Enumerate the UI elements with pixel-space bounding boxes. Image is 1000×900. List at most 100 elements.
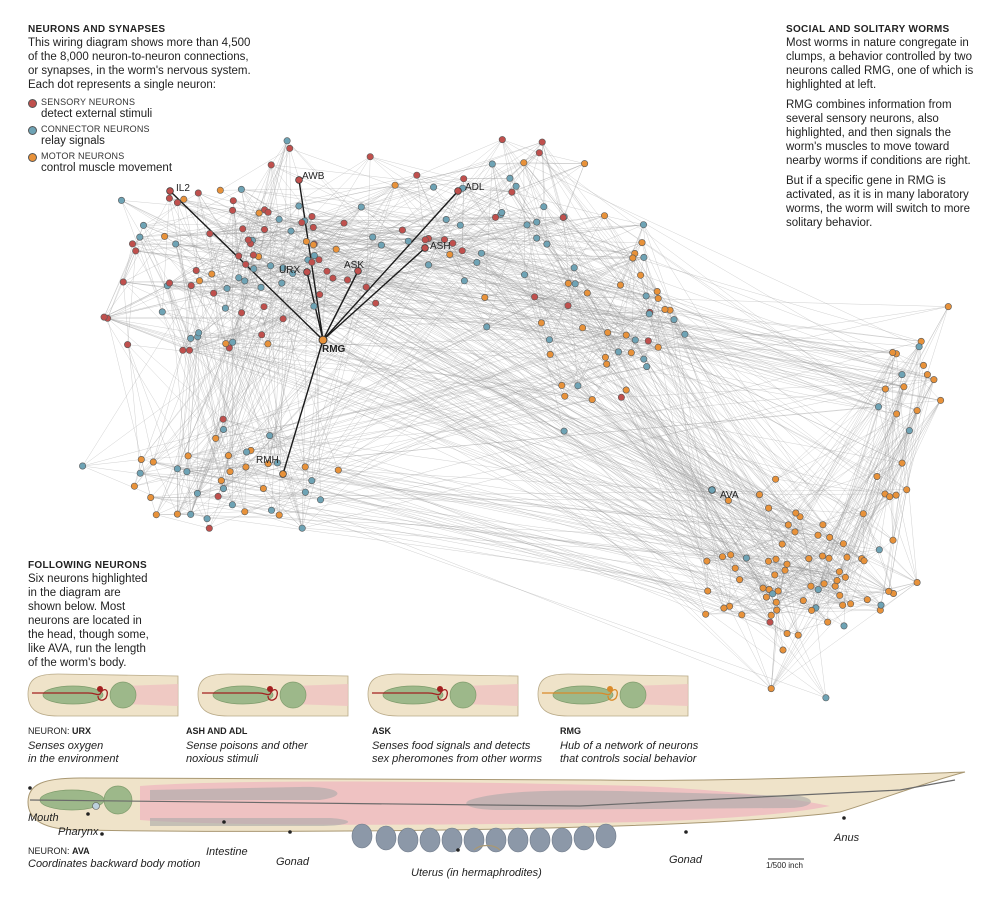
- synapse-line: [177, 336, 198, 469]
- synapse-line: [153, 461, 868, 600]
- sensory-neuron-dot: [491, 213, 499, 221]
- connector-neuron-dot: [301, 488, 309, 496]
- motor-neuron-dot: [184, 452, 192, 460]
- synapse-line: [238, 255, 812, 587]
- motor-neuron-dot: [222, 340, 230, 348]
- synapse-line: [258, 205, 300, 257]
- synapse-line: [127, 344, 264, 489]
- synapse-line: [175, 243, 924, 366]
- synapse-line: [282, 267, 771, 623]
- caption-line: that controls social behavior: [560, 753, 697, 765]
- synapse-line: [190, 217, 564, 515]
- synapse-line: [177, 202, 864, 514]
- social-heading: SOCIAL AND SOLITARY WORMS: [786, 24, 950, 35]
- synapse-line: [428, 188, 463, 265]
- synapse-line: [232, 210, 635, 254]
- synapse-line: [768, 507, 838, 581]
- synapse-line: [121, 200, 239, 257]
- synapse-line: [648, 340, 823, 557]
- synapse-line: [196, 270, 262, 288]
- synapse-line: [268, 205, 299, 213]
- synapse-line: [267, 318, 284, 345]
- synapse-line: [305, 491, 823, 525]
- synapse-line: [646, 366, 729, 501]
- synapse-line: [169, 282, 191, 515]
- connector-neuron-dot: [79, 462, 87, 470]
- connector-neuron-dot: [241, 277, 249, 285]
- sensory-neuron-dot: [315, 256, 323, 264]
- synapse-line: [774, 535, 819, 576]
- synapse-line: [492, 163, 550, 340]
- motor-neuron-dot: [152, 511, 160, 519]
- synapse-line: [245, 141, 543, 468]
- text-line: like AVA, run the length: [28, 643, 146, 655]
- sensory-neuron-dot: [242, 260, 250, 268]
- caption-line: Senses oxygen: [28, 740, 104, 752]
- synapse-line: [770, 610, 778, 689]
- synapse-line: [361, 206, 812, 587]
- synapse-line: [669, 309, 922, 342]
- synapse-line: [279, 219, 879, 408]
- synapse-line: [218, 496, 846, 578]
- worm-head-bulb: [279, 681, 307, 709]
- synapse-line: [486, 326, 636, 341]
- synapse-line: [169, 198, 846, 578]
- motor-neuron-dot: [841, 573, 849, 581]
- synapse-line: [808, 410, 918, 559]
- motor-neuron-dot: [147, 493, 155, 501]
- connector-neuron-dot: [377, 241, 385, 249]
- synapse-line: [197, 336, 231, 472]
- sensory-neuron-dot: [235, 252, 243, 260]
- synapse-line: [880, 582, 918, 611]
- synapse-line: [140, 334, 262, 474]
- motor-neuron-dot: [212, 434, 220, 442]
- synapse-line: [211, 273, 764, 589]
- synapse-line: [186, 471, 264, 489]
- intro-heading: NEURONS AND SYNAPSES: [28, 24, 166, 35]
- connector-neuron-dot: [540, 203, 548, 211]
- sensory-neuron-dot: [460, 175, 468, 183]
- motor-neuron-dot: [833, 576, 841, 584]
- synapse-line: [244, 511, 811, 587]
- synapse-line: [575, 257, 644, 285]
- synapse-line: [822, 413, 897, 557]
- synapse-line: [197, 336, 272, 511]
- synapse-line: [188, 366, 647, 457]
- synapse-line: [428, 238, 487, 328]
- connector-neuron-dot: [681, 330, 689, 338]
- worm-head-gut: [463, 684, 518, 706]
- motor-neuron-dot: [847, 600, 855, 608]
- synapse-line: [408, 241, 784, 651]
- neuron-dot-urx: [303, 268, 311, 276]
- synapse-line: [241, 306, 265, 314]
- synapse-line: [810, 571, 840, 587]
- motor-neuron-dot: [818, 552, 826, 560]
- uterus-egg: [529, 827, 551, 853]
- synapse-line: [889, 410, 918, 497]
- synapse-line: [562, 163, 585, 218]
- synapse-line: [301, 287, 367, 529]
- synapse-line: [604, 215, 848, 558]
- synapse-line: [153, 461, 178, 515]
- synapse-line: [526, 224, 593, 400]
- synapse-line: [177, 480, 222, 515]
- sensory-neuron-dot: [194, 189, 202, 197]
- synapse-line: [723, 353, 897, 609]
- synapse-line: [839, 571, 851, 604]
- synapse-line: [223, 229, 403, 489]
- connector-neuron-dot: [229, 338, 237, 346]
- synapse-line: [261, 334, 725, 609]
- synapse-line: [460, 225, 565, 397]
- synapse-line: [140, 472, 312, 481]
- synapse-line: [811, 413, 897, 611]
- sensory-neuron-dot: [119, 278, 127, 286]
- synapse-line: [320, 341, 922, 501]
- synapse-line: [460, 224, 903, 375]
- synapse-line: [810, 585, 894, 594]
- synapse-line: [511, 191, 770, 590]
- motor-neuron-dot: [863, 596, 871, 604]
- synapse-line: [381, 244, 627, 391]
- synapse-line: [879, 549, 894, 594]
- caption-line: noxious stimuli: [186, 753, 259, 765]
